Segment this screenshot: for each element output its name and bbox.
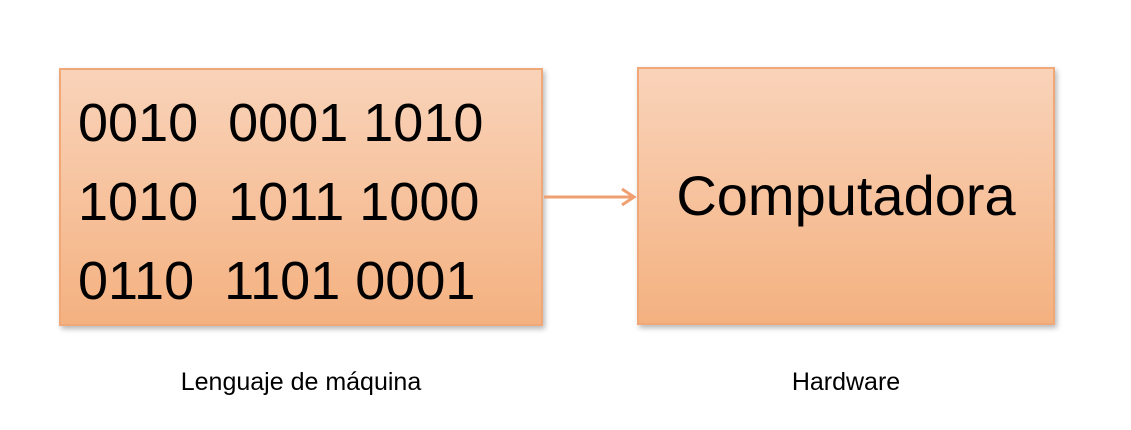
hardware-caption: Hardware: [791, 368, 901, 396]
binary-line-3: 0110 1101 0001: [78, 251, 476, 311]
computer-label: Computadora: [676, 164, 1016, 227]
machine-language-caption: Lenguaje de máquina: [180, 368, 422, 396]
machine-language-box: 0010 0001 1010 1010 1011 1000 0110 1101 …: [59, 68, 543, 326]
computer-box: Computadora: [637, 67, 1055, 325]
binary-line-1: 0010 0001 1010: [78, 93, 484, 153]
binary-line-2: 1010 1011 1000: [78, 172, 480, 232]
arrow-connector: [544, 187, 637, 207]
